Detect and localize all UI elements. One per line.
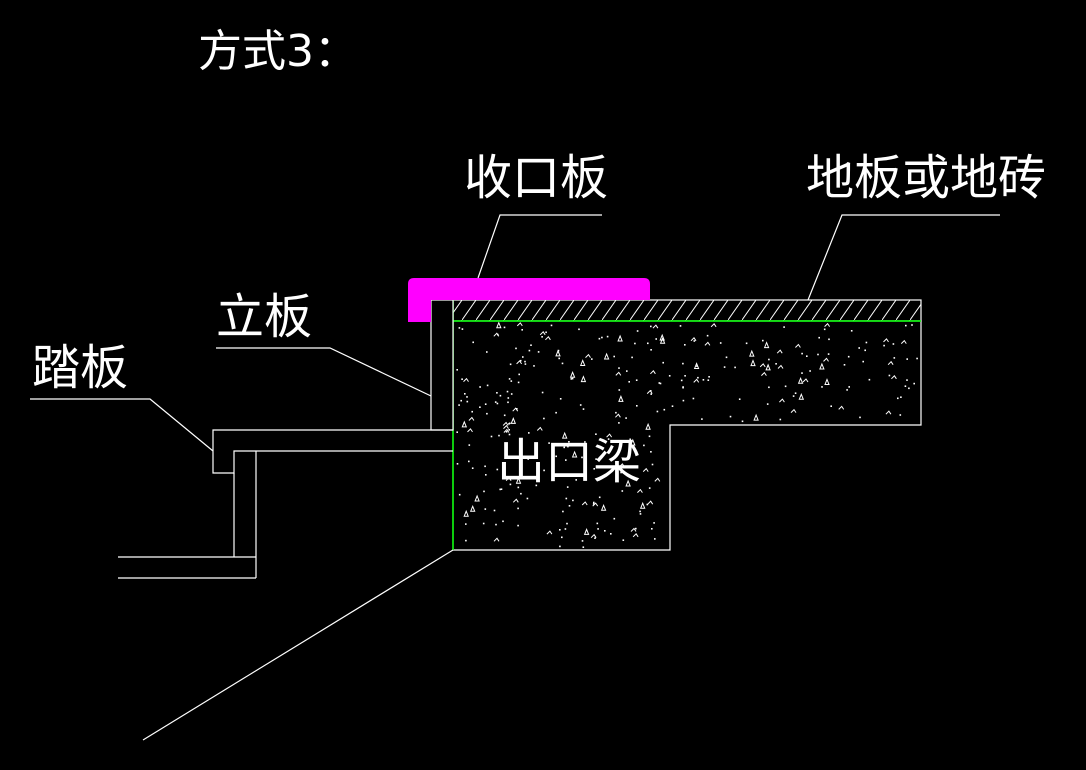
tread-label: 踏板 bbox=[32, 340, 128, 396]
trim-board-label: 收口板 bbox=[464, 150, 608, 206]
floor-tile-leader bbox=[807, 214, 1000, 301]
trim-board bbox=[408, 278, 650, 322]
concrete-aggregate-texture bbox=[456, 321, 918, 548]
exit-beam-label: 出口梁 bbox=[497, 434, 641, 490]
tread-leader bbox=[30, 398, 214, 452]
riser-label: 立板 bbox=[216, 289, 312, 345]
diagram-title: 方式3： bbox=[198, 26, 358, 77]
exit-beam-section bbox=[452, 300, 922, 551]
stair-tread-and-steps bbox=[118, 429, 454, 741]
floor-tile-layer bbox=[452, 299, 922, 322]
trim-board-leader bbox=[477, 214, 602, 279]
riser-leader bbox=[216, 347, 432, 397]
riser-board bbox=[430, 299, 454, 431]
floor-tile-label: 地板或地砖 bbox=[806, 150, 1046, 206]
leader-lines bbox=[30, 214, 1000, 452]
